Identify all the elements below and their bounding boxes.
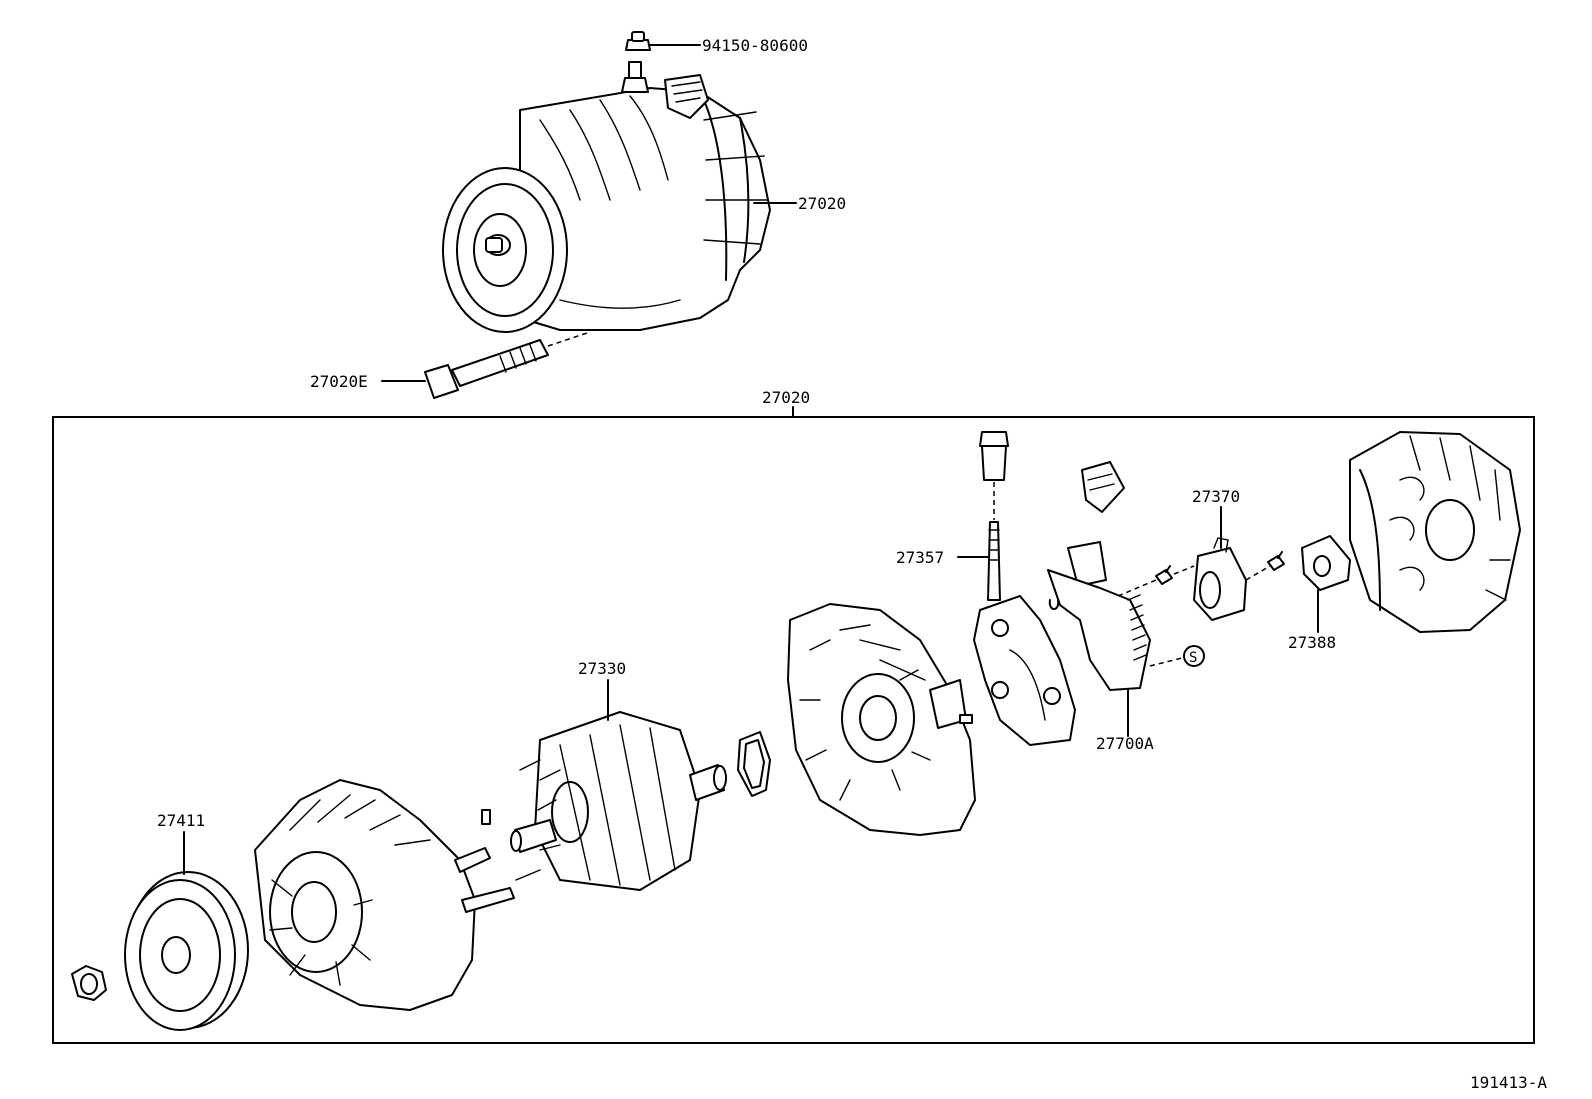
part-number-94150-80600: 94150-80600: [702, 36, 808, 55]
mount-bolt-icon: [381, 331, 591, 399]
part-number-27357: 27357: [896, 548, 944, 567]
regulator-icon: [1047, 461, 1151, 691]
group-box-label: 27020: [762, 388, 810, 407]
part-number-27020E: 27020E: [310, 372, 368, 391]
cover-icon: [1301, 535, 1351, 591]
exploded-view-frame: [52, 416, 1535, 1044]
small-screw-icon: [1267, 551, 1285, 571]
bolt-icon: [625, 31, 701, 51]
svg-text:S: S: [1189, 650, 1197, 666]
part-number-27370: 27370: [1192, 487, 1240, 506]
part-number-27330: 27330: [578, 659, 626, 678]
part-number-27388: 27388: [1288, 633, 1336, 652]
terminal-insulator-icon: [979, 431, 1009, 601]
part-number-27411: 27411: [157, 811, 205, 830]
brush-holder-icon: [1193, 537, 1247, 621]
assembled-alternator: [442, 61, 771, 333]
drive-end-frame-icon: [254, 779, 515, 1011]
sealant-symbol: [1183, 645, 1205, 667]
figure-code: 191413-A: [1470, 1073, 1547, 1092]
part-number-27020-assembly: 27020: [798, 194, 846, 213]
nut-icon: [71, 965, 107, 1001]
pulley-icon: [124, 871, 249, 1031]
rotor-icon: [510, 711, 727, 891]
rectifier-icon: [973, 595, 1076, 746]
screw-icon: [1155, 565, 1173, 585]
rear-cover-icon: [1349, 431, 1521, 633]
part-number-27700A: 27700A: [1096, 734, 1154, 753]
rear-end-frame-icon: [787, 603, 976, 836]
